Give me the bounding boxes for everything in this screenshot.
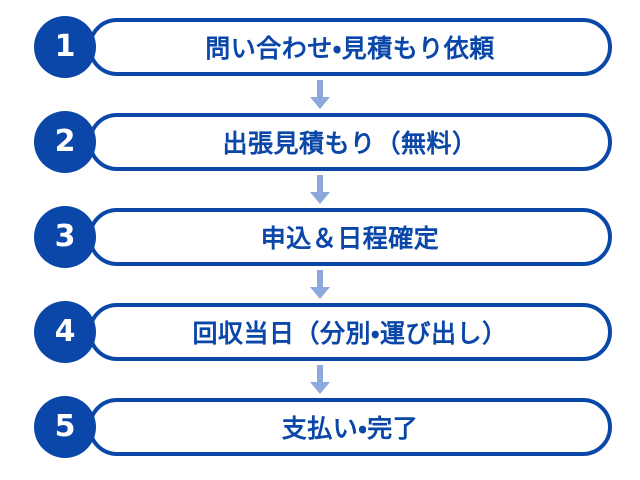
flow-connector-2 (0, 175, 640, 205)
step-badge-2: 2 (34, 111, 96, 173)
flow-connector-3 (0, 270, 640, 300)
step-pill-4 (88, 303, 612, 361)
step-pill-3 (88, 208, 612, 266)
step-badge-1: 1 (34, 16, 96, 78)
flow-connector-4 (0, 365, 640, 395)
step-pill-1 (88, 18, 612, 76)
flow-step-1: 問い合わせ・見積もり依頼 1 (0, 16, 640, 78)
flow-step-2: 出張見積もり（無料） 2 (0, 111, 640, 173)
arrow-down-icon (310, 270, 330, 299)
arrow-down-icon (310, 175, 330, 204)
arrow-down-icon (310, 365, 330, 394)
step-badge-3: 3 (34, 206, 96, 268)
flow-step-5: 支払い・完了 5 (0, 396, 640, 458)
flow-step-4: 回収当日（分別・運び出し） 4 (0, 301, 640, 363)
step-badge-5: 5 (34, 396, 96, 458)
flow-connector-1 (0, 80, 640, 110)
step-pill-2 (88, 113, 612, 171)
flow-step-3: 申込＆日程確定 3 (0, 206, 640, 268)
step-badge-4: 4 (34, 301, 96, 363)
arrow-down-icon (310, 80, 330, 109)
step-pill-5 (88, 398, 612, 456)
